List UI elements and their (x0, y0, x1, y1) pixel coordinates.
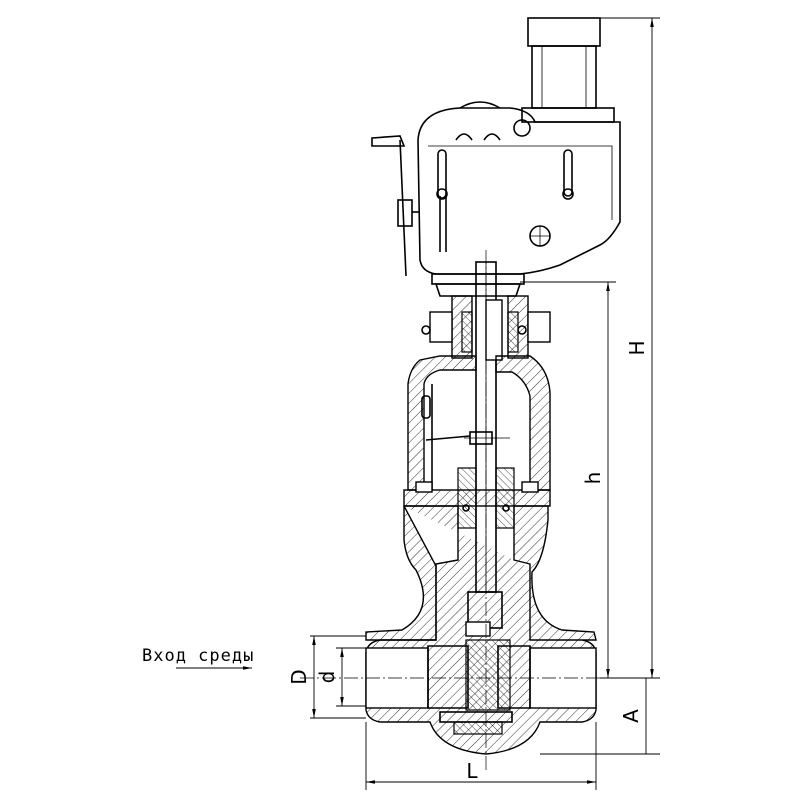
actuator-housing (371, 101, 621, 297)
valve-bonnet (407, 355, 551, 491)
dim-label-h: h (581, 472, 605, 485)
dimensions (176, 17, 660, 790)
electric-motor (521, 17, 615, 123)
dim-label-A: A (619, 709, 643, 723)
dim-label-d: d (315, 671, 339, 684)
inlet-label: Вход среды (142, 646, 254, 666)
dim-label-L: L (466, 759, 478, 783)
dim-label-D: D (287, 669, 311, 684)
valve-body (365, 505, 597, 755)
dim-label-H: H (625, 340, 649, 355)
body-flange (403, 467, 551, 529)
gland-assembly (421, 295, 551, 359)
